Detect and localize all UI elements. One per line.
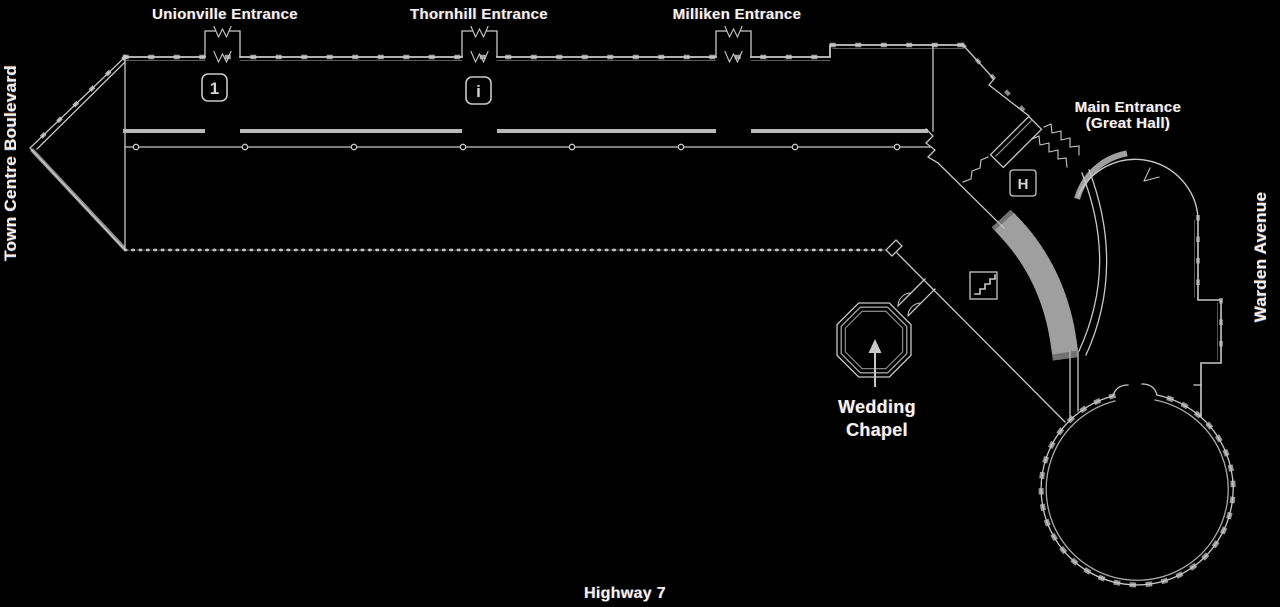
label-highway-7: Highway 7 (584, 585, 666, 602)
colonnade-columns (132, 143, 901, 151)
marker-one-icon-glyph: 1 (210, 79, 219, 98)
elevator-h-icon-frame (1009, 169, 1037, 197)
corridor-wall-end-zigzag (925, 128, 939, 164)
label-unionville-entrance: Unionville Entrance (152, 6, 298, 23)
chapel-connector-door-arcs (897, 292, 922, 317)
column (677, 143, 685, 151)
main-entrance-vestibule-inner (995, 120, 1032, 157)
chapel-wall-inner (844, 310, 904, 370)
label-wedding-chapel-line2: Chapel (846, 420, 908, 440)
rotunda-inner (1045, 399, 1229, 581)
great-hall-arch-hatch (1074, 150, 1128, 200)
stairs-icon-frame (969, 271, 998, 300)
stairs-icon (969, 271, 998, 300)
label-thornhill-entrance: Thornhill Entrance (410, 6, 548, 23)
column (241, 143, 249, 151)
wing-walls (896, 162, 1066, 423)
chapel-connector-walls (897, 278, 936, 317)
information-icon (465, 76, 492, 105)
east-wall-inner (1194, 219, 1218, 361)
west-prow-ticks (27, 54, 128, 151)
information-icon-glyph: i (476, 82, 481, 101)
label-milliken-entrance: Milliken Entrance (673, 6, 801, 23)
grand-stair-hatch (991, 209, 1079, 361)
chapel-wall-outer (836, 302, 912, 378)
column (350, 143, 358, 151)
column (459, 143, 467, 151)
wedding-chapel-octagon (836, 302, 912, 387)
label-town-centre-boulevard: Town Centre Boulevard (1, 65, 20, 261)
great-hall-arch-tick (1143, 167, 1160, 182)
south-wall-door-notch (885, 239, 903, 257)
entrance-vestibules (204, 30, 752, 58)
marker-one-icon-frame (201, 73, 228, 102)
elevator-h-icon-glyph: H (1018, 176, 1029, 193)
chapel-wall-middle (840, 306, 908, 374)
column (132, 143, 140, 151)
column (568, 143, 576, 151)
label-warden-avenue: Warden Avenue (1251, 192, 1270, 322)
column (893, 143, 901, 151)
north-wall-ticks (122, 42, 966, 60)
rotunda-entry-hooks (1112, 383, 1158, 397)
marker-one-icon (201, 73, 228, 102)
north-wall-inner (124, 48, 964, 61)
entrance-door-zigzags (213, 25, 743, 64)
north-wall (124, 44, 964, 58)
northeast-diagonal-wall (962, 44, 1030, 117)
grand-stair-rails (1078, 169, 1108, 356)
grand-stair-hatch-cross (991, 209, 1079, 361)
elevator-h-icon (1009, 169, 1037, 197)
column (791, 143, 799, 151)
rotunda-corridor-walls (1069, 351, 1079, 419)
main-entrance-vestibule (989, 115, 1043, 169)
rotunda-outer (1040, 394, 1234, 586)
label-wedding-chapel-line1: Wedding (838, 397, 916, 417)
building-outline (27, 25, 1236, 588)
west-prow-walls (29, 56, 126, 251)
east-wall (1197, 216, 1222, 417)
rotunda-ticks (1038, 392, 1236, 588)
stairs-icon-steps (974, 274, 996, 295)
label-main-entrance-line2: (Great Hall) (1086, 115, 1170, 132)
information-icon-frame (465, 76, 492, 105)
main-entrance-door-springs (962, 123, 1080, 183)
chapel-entry-arrow-head (868, 339, 882, 353)
label-main-entrance-line1: Main Entrance (1075, 99, 1181, 116)
west-prow-hatch (30, 148, 126, 250)
east-wall-ticks (1196, 215, 1223, 365)
